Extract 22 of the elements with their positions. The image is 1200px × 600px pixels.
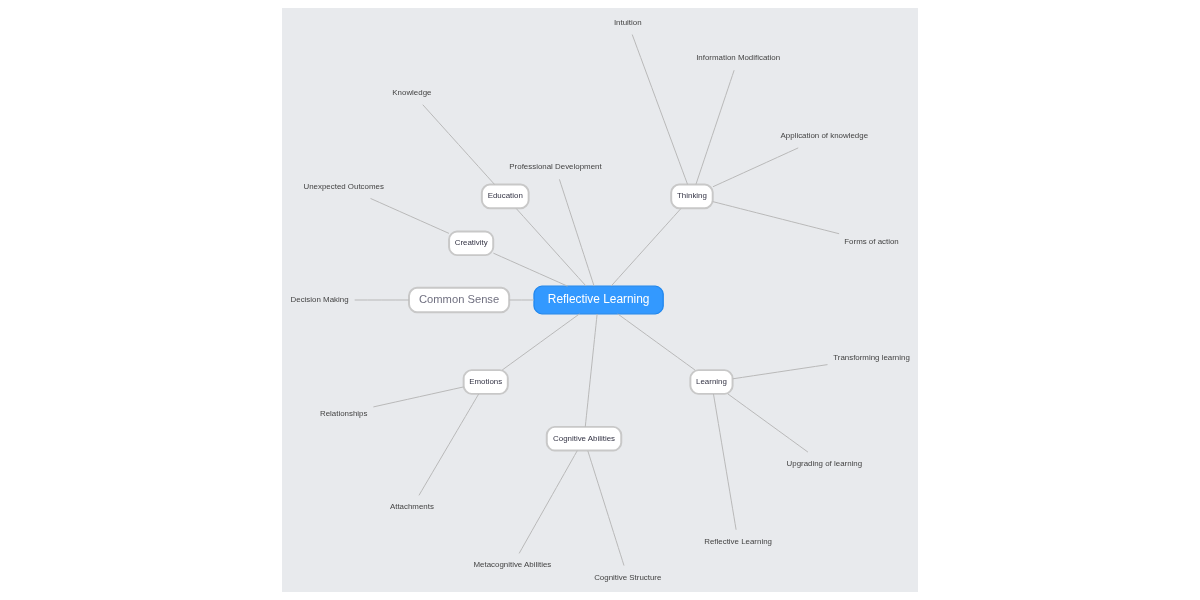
connector xyxy=(712,393,737,531)
connector xyxy=(370,197,450,234)
node-box: Common Sense xyxy=(408,286,511,314)
connector xyxy=(558,178,595,287)
connector xyxy=(712,201,840,235)
connector xyxy=(418,393,480,496)
connector xyxy=(712,147,799,188)
connector xyxy=(617,313,696,371)
connector xyxy=(610,207,682,287)
connector xyxy=(727,393,809,453)
connector xyxy=(492,252,568,287)
connector xyxy=(631,34,689,185)
node-box: Reflective Learning xyxy=(533,285,664,315)
connector xyxy=(584,313,598,428)
connector xyxy=(732,364,828,380)
connector xyxy=(587,450,625,567)
connector xyxy=(501,313,580,371)
connector xyxy=(372,386,465,408)
connector xyxy=(422,104,496,185)
connector xyxy=(695,69,735,185)
connector xyxy=(518,450,578,554)
connector xyxy=(515,207,587,287)
